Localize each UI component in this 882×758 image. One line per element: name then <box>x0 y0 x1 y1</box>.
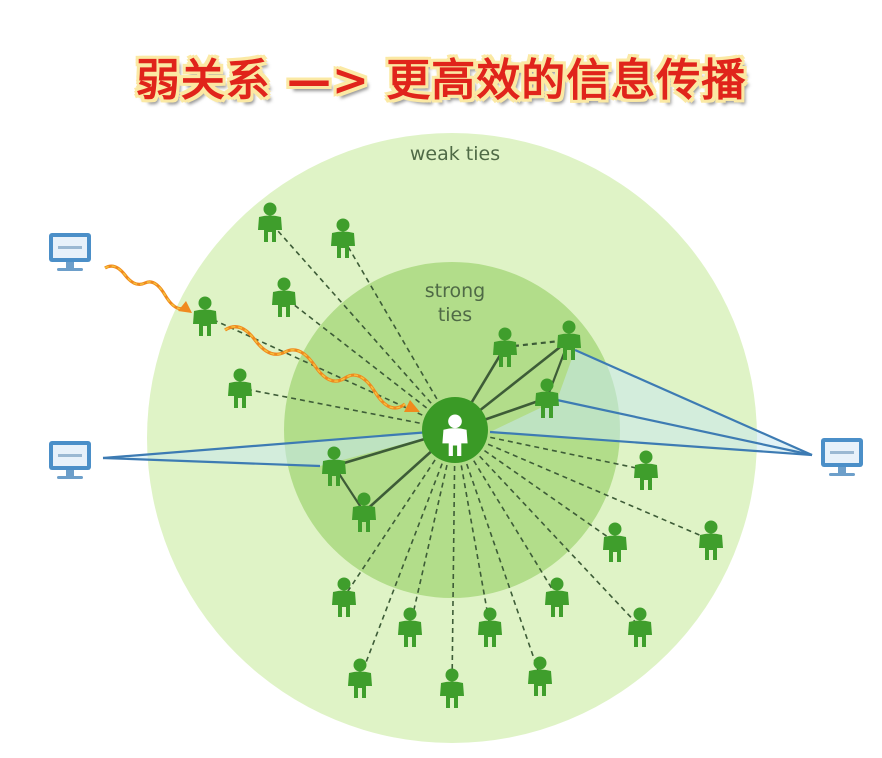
weak-tie-line <box>269 221 456 431</box>
weak-ties-label: weak ties <box>410 143 500 165</box>
weak-tie-line <box>451 429 456 689</box>
strong-ties-label-line2: ties <box>438 304 472 326</box>
weak-tie-line <box>454 429 616 543</box>
weak-tie-line <box>283 296 456 431</box>
computer-monitor-icon <box>49 233 91 271</box>
weak-tie-line <box>409 429 456 628</box>
weak-tie-line <box>239 387 456 431</box>
weak-tie-line <box>454 429 647 471</box>
strong-ties-label-line1: strong <box>425 280 485 302</box>
link-left-computer-person <box>102 456 321 468</box>
weak-tie-line <box>454 429 641 628</box>
information-signal <box>104 264 420 412</box>
weak-tie-line <box>454 429 558 598</box>
computer-links <box>102 348 813 468</box>
weak-tie-line <box>454 429 491 628</box>
link-left-computer-center <box>102 428 456 460</box>
computer-monitor-icon <box>821 438 863 476</box>
center-person-node <box>422 397 488 463</box>
weak-tie-line <box>454 429 541 677</box>
computer-monitor-icon <box>49 441 91 479</box>
weak-tie-line <box>343 429 456 598</box>
link-right-computer-person-a <box>574 348 813 457</box>
diagram-title: 弱关系 —> 更高效的信息传播 <box>135 55 747 106</box>
weak-tie-line <box>454 429 712 541</box>
link-right-computer-person-b <box>556 398 813 457</box>
weak-tie-line <box>342 237 456 431</box>
link-right-computer-center <box>489 430 813 457</box>
